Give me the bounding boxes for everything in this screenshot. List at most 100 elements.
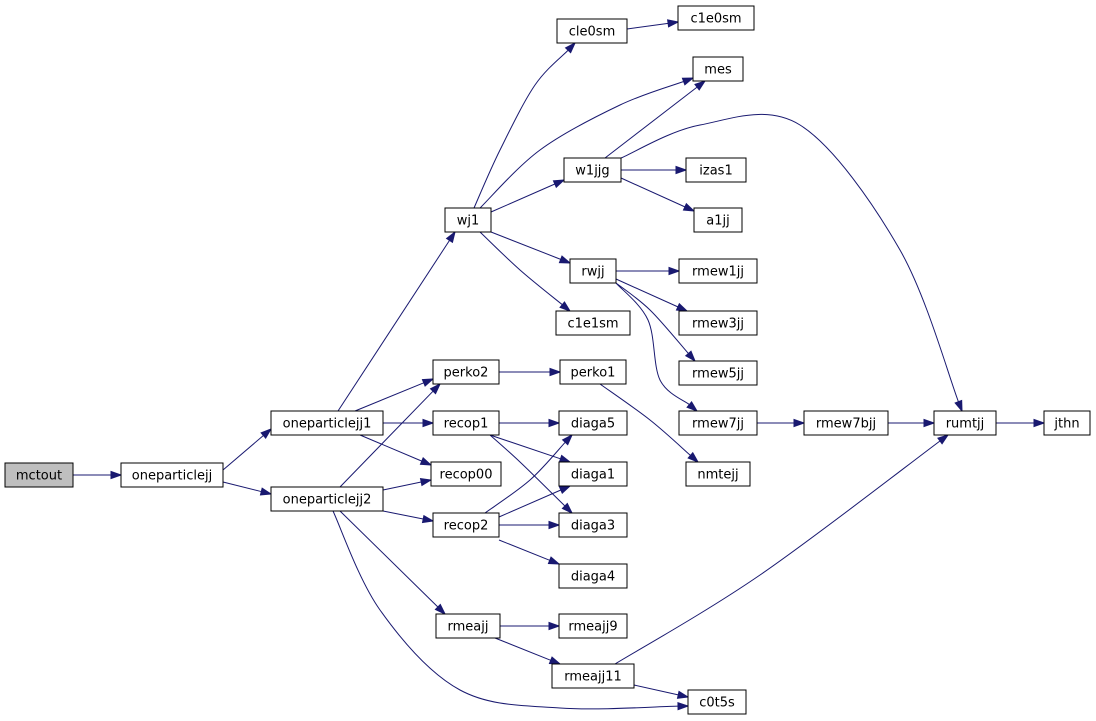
node-oneparticlejj1[interactable]: oneparticlejj1	[270, 410, 384, 436]
node-rmeajj9[interactable]: rmeajj9	[558, 613, 628, 639]
edge-perko2-to-perko1	[499, 367, 562, 377]
node-label: recop00	[440, 468, 493, 483]
edge-wj1-to-rwjj	[490, 231, 572, 264]
node-box	[270, 410, 384, 436]
node-label: oneparticlejj	[132, 469, 212, 484]
edge-rmew7jj-to-rmew7bjj	[757, 418, 806, 428]
node-diaga4[interactable]: diaga4	[558, 563, 628, 589]
edge-rumtjj-to-jthn	[996, 418, 1046, 428]
node-label: oneparticlejj2	[283, 493, 372, 508]
edge-oneparticlejj-to-oneparticlejj2	[222, 481, 273, 496]
node-label: perko2	[444, 366, 489, 381]
edge-rwjj-to-rmew1jj	[616, 266, 681, 276]
edge-oneparticlejj2-to-recop00	[382, 478, 433, 491]
node-rmew7bjj[interactable]: rmew7bjj	[803, 410, 889, 436]
node-label: mes	[704, 63, 732, 78]
node-label: izas1	[699, 164, 732, 179]
node-mctout[interactable]: mctout	[4, 462, 74, 488]
node-c0t5s[interactable]: c0t5s	[687, 689, 747, 715]
node-box	[1043, 410, 1091, 436]
node-box	[558, 461, 628, 487]
node-label: rmeajj9	[568, 620, 617, 635]
node-diaga1[interactable]: diaga1	[558, 461, 628, 487]
node-label: jthn	[1053, 417, 1079, 432]
node-rmew5jj[interactable]: rmew5jj	[678, 360, 758, 386]
node-box	[685, 157, 747, 183]
node-jthn[interactable]: jthn	[1043, 410, 1091, 436]
nodes-layer: mctout oneparticlejj oneparticlejj1 onepart…	[4, 5, 1091, 715]
edge-w1jjg-to-mes	[604, 80, 707, 159]
node-box	[678, 360, 758, 386]
node-label: rmeajj	[448, 620, 489, 635]
edge-rmeajj-to-rmeajj9	[500, 621, 561, 631]
node-wj1[interactable]: wj1	[444, 207, 492, 233]
edge-mctout-to-oneparticlejj	[73, 470, 123, 480]
node-rmew1jj[interactable]: rmew1jj	[678, 258, 758, 284]
node-cle0sm[interactable]: cle0sm	[556, 18, 628, 44]
edge-rwjj-to-rmew5jj	[615, 282, 697, 363]
node-c1e0sm[interactable]: c1e0sm	[677, 5, 755, 31]
node-box	[558, 613, 628, 639]
node-label: c1e0sm	[690, 12, 741, 27]
node-recop1[interactable]: recop1	[432, 410, 500, 436]
node-box	[693, 207, 743, 233]
edges-layer	[73, 19, 1046, 711]
node-rwjj[interactable]: rwjj	[569, 258, 617, 284]
node-label: rmew7jj	[692, 417, 744, 432]
node-nmtejj[interactable]: nmtejj	[685, 461, 751, 487]
node-box	[432, 512, 500, 538]
node-box	[563, 157, 622, 183]
node-c1e1sm[interactable]: c1e1sm	[555, 310, 631, 336]
node-diaga3[interactable]: diaga3	[558, 512, 628, 538]
node-box	[569, 258, 617, 284]
node-box	[4, 462, 74, 488]
node-box	[558, 563, 628, 589]
node-label: oneparticlejj1	[283, 417, 372, 432]
node-perko1[interactable]: perko1	[559, 359, 627, 385]
edge-recop2-to-diaga1	[498, 485, 572, 518]
node-oneparticlejj2[interactable]: oneparticlejj2	[270, 486, 384, 512]
node-rmew3jj[interactable]: rmew3jj	[678, 310, 758, 336]
node-label: rwjj	[581, 265, 604, 280]
edge-oneparticlejj2-to-perko2	[339, 382, 442, 488]
node-box	[556, 18, 628, 44]
edge-rmeajj11-to-c0t5s	[633, 684, 690, 699]
edge-oneparticlejj2-to-rmeajj	[339, 510, 447, 616]
node-box	[933, 410, 997, 436]
node-w1jjg[interactable]: w1jjg	[563, 157, 622, 183]
edge-recop1-to-diaga1	[489, 434, 572, 463]
edge-oneparticlejj1-to-recop1	[383, 418, 435, 428]
node-mes[interactable]: mes	[692, 56, 744, 82]
edge-wj1-to-w1jjg	[490, 179, 566, 213]
node-izas1[interactable]: izas1	[685, 157, 747, 183]
node-box	[555, 310, 631, 336]
node-label: rmew3jj	[692, 317, 744, 332]
node-rmew7jj[interactable]: rmew7jj	[678, 410, 758, 436]
node-label: wj1	[457, 214, 480, 229]
node-box	[678, 410, 758, 436]
edge-oneparticlejj1-to-wj1	[337, 230, 456, 412]
node-box	[678, 258, 758, 284]
edge-w1jjg-to-a1jj	[620, 177, 696, 212]
node-box	[678, 310, 758, 336]
node-diaga5[interactable]: diaga5	[558, 410, 628, 436]
edge-cle0sm-to-c1e0sm	[626, 19, 680, 30]
node-recop00[interactable]: recop00	[430, 461, 502, 487]
node-rumtjj[interactable]: rumtjj	[933, 410, 997, 436]
edge-rmeajj-to-rmeajj11	[494, 637, 562, 665]
node-recop2[interactable]: recop2	[432, 512, 500, 538]
node-label: mctout	[16, 469, 62, 484]
edge-w1jjg-to-izas1	[621, 165, 688, 175]
node-perko2[interactable]: perko2	[432, 359, 500, 385]
node-box	[558, 512, 628, 538]
node-rmeajj11[interactable]: rmeajj11	[551, 663, 635, 689]
node-rmeajj[interactable]: rmeajj	[435, 613, 501, 639]
node-a1jj[interactable]: a1jj	[693, 207, 743, 233]
node-box	[559, 359, 627, 385]
edge-recop2-to-diaga5	[484, 433, 574, 514]
node-box	[430, 461, 502, 487]
node-oneparticlejj[interactable]: oneparticlejj	[120, 462, 224, 488]
node-label: a1jj	[706, 214, 729, 229]
node-label: diaga1	[571, 468, 615, 483]
